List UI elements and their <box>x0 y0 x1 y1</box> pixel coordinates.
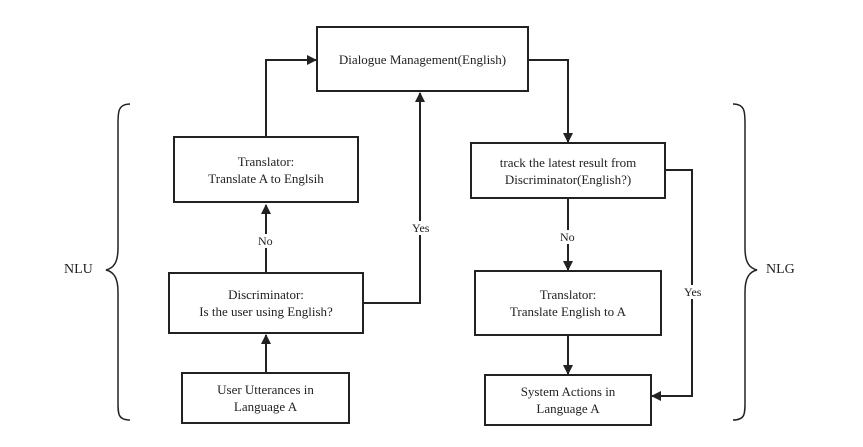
dialogue-management-box: Dialogue Management(English) <box>316 26 529 92</box>
user-utterances-box: User Utterances in Language A <box>181 372 350 424</box>
edge-track-to-system <box>651 169 693 401</box>
discriminator-line-1: Discriminator: <box>228 287 304 302</box>
system-actions-box: System Actions in Language A <box>484 374 652 426</box>
track-latest-result-box: track the latest result from Discriminat… <box>470 142 666 199</box>
edge-translator-to-dialogue <box>265 55 317 136</box>
brace-nlg <box>732 103 758 421</box>
system-actions-line-2: Language A <box>536 401 600 416</box>
edge-label-no-left: No <box>256 234 275 248</box>
translator-right-line-2: Translate English to A <box>509 304 627 319</box>
translator-english-to-a-box: Translator: Translate English to A <box>474 270 662 336</box>
user-utterances-line-2: Language A <box>233 399 298 414</box>
dialogue-line-1: Dialogue Management(English) <box>338 51 507 67</box>
side-label-nlg: NLG <box>766 262 795 277</box>
brace-nlu <box>105 103 131 421</box>
edge-label-no-right: No <box>558 230 577 244</box>
system-actions-line-1: System Actions in <box>520 384 616 399</box>
discriminator-box: Discriminator: Is the user using English… <box>168 272 364 334</box>
side-label-nlu: NLU <box>64 262 93 277</box>
edge-dialogue-to-track <box>529 59 573 143</box>
discriminator-line-2: Is the user using English? <box>199 304 333 319</box>
translator-right-line-1: Translator: <box>539 287 597 302</box>
track-line-2: Discriminator(English?) <box>504 171 632 187</box>
translator-a-to-english-box: Translator: Translate A to Englsih <box>173 136 359 203</box>
user-utterances-line-1: User Utterances in <box>217 382 314 397</box>
edge-label-yes-right: Yes <box>682 285 704 299</box>
translator-left-line-2: Translate A to Englsih <box>208 170 324 186</box>
edge-discriminator-to-dialogue <box>364 92 425 304</box>
edge-label-yes-left: Yes <box>410 221 432 235</box>
translator-left-line-1: Translator: <box>237 153 295 169</box>
track-line-1: track the latest result from <box>499 154 637 170</box>
